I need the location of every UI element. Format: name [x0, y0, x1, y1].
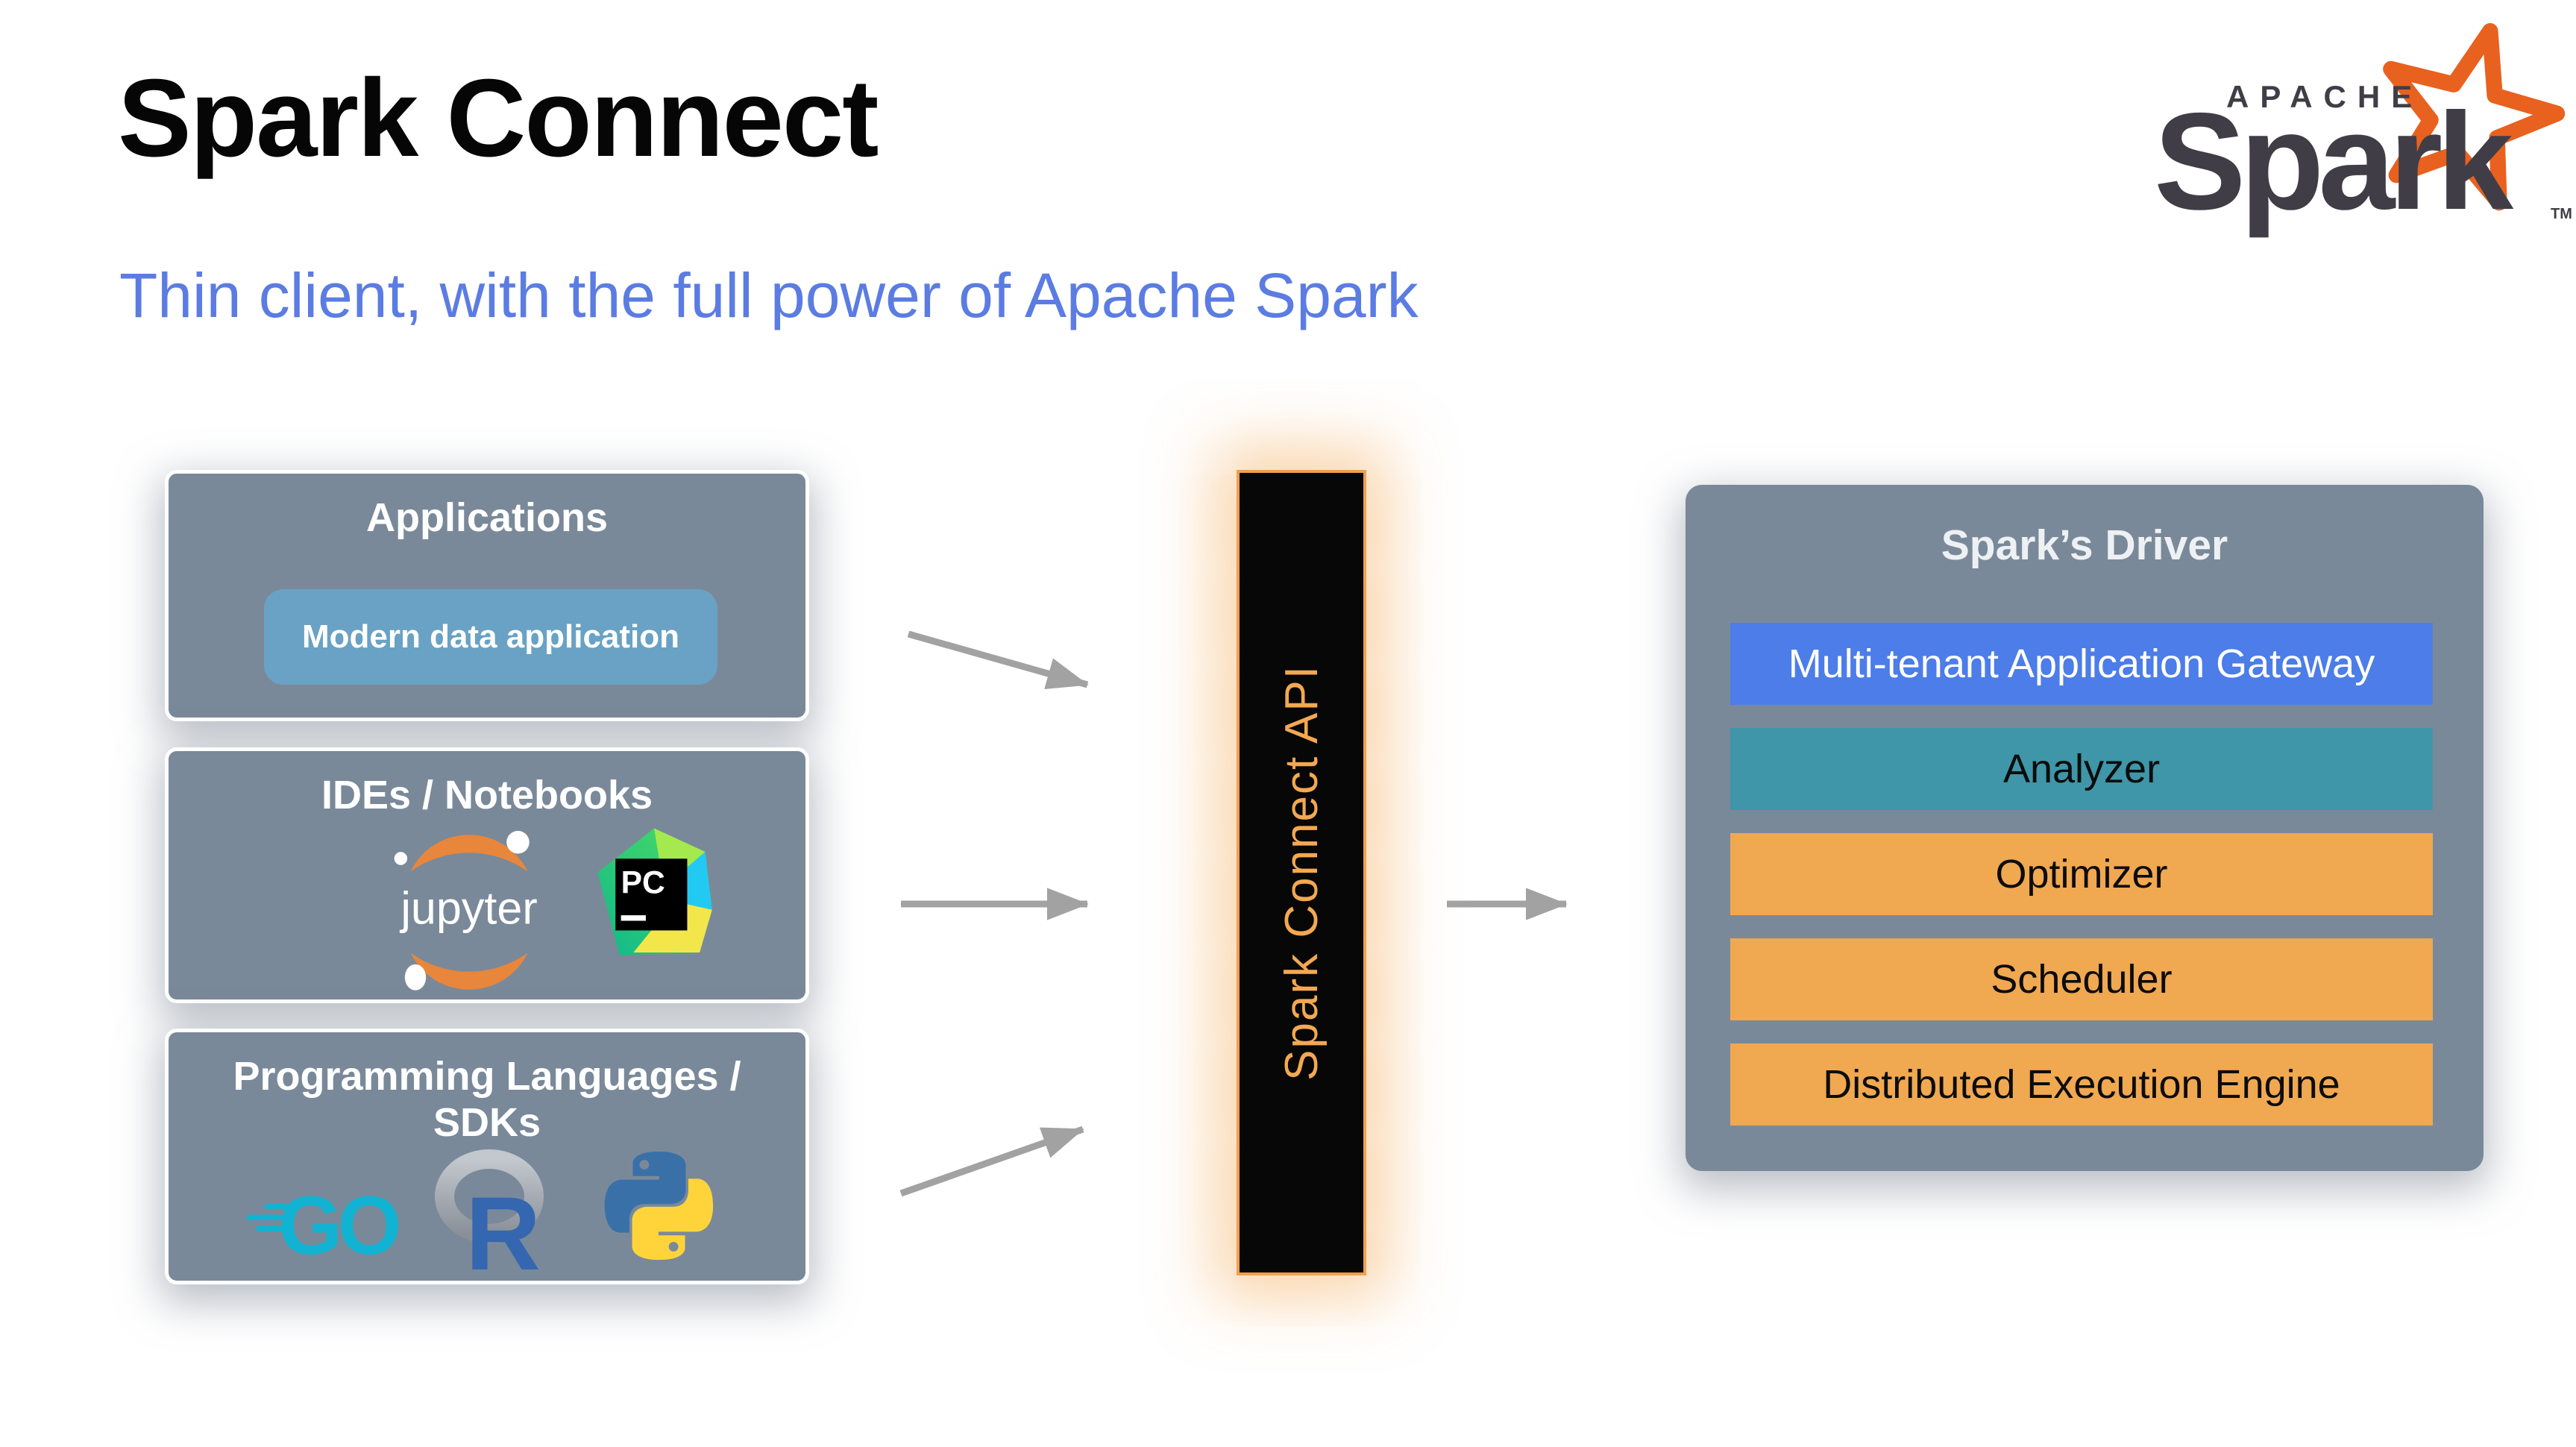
- trademark-symbol: TM: [2551, 206, 2572, 222]
- driver-row-gateway: Multi-tenant Application Gateway: [1730, 623, 2433, 705]
- svg-text:GO: GO: [278, 1180, 398, 1272]
- svg-text:PC: PC: [621, 865, 665, 901]
- apache-spark-logo: Spark APACHE TM: [2148, 10, 2576, 257]
- apache-logo-word: APACHE: [2226, 79, 2424, 114]
- spark-connect-api-box: Spark Connect API: [1237, 470, 1366, 1275]
- driver-row-execution-engine: Distributed Execution Engine: [1730, 1043, 2433, 1126]
- ides-notebooks-panel: IDEs / Notebooks jupyter PC: [165, 747, 809, 1003]
- spark-driver-title: Spark’s Driver: [1941, 521, 2228, 569]
- applications-panel: Applications Modern data application: [165, 470, 809, 721]
- applications-panel-title: Applications: [365, 495, 609, 540]
- svg-text:jupyter: jupyter: [399, 882, 537, 933]
- svg-text:R: R: [465, 1175, 541, 1281]
- driver-row-optimizer: Optimizer: [1730, 833, 2433, 915]
- driver-row-analyzer: Analyzer: [1730, 728, 2433, 810]
- python-icon: [604, 1151, 714, 1261]
- driver-row-scheduler: Scheduler: [1730, 938, 2433, 1020]
- programming-languages-panel: Programming Languages / SDKs GO R: [165, 1029, 809, 1284]
- spark-connect-api-label: Spark Connect API: [1275, 665, 1328, 1081]
- go-icon: GO: [246, 1180, 400, 1272]
- page-title: Spark Connect: [118, 57, 879, 180]
- spark-driver-panel: Spark’s Driver Multi-tenant Application …: [1686, 485, 2484, 1171]
- ides-notebooks-panel-title: IDEs / Notebooks: [321, 773, 653, 817]
- spark-logo-wordmark: Spark: [2154, 85, 2513, 239]
- jupyter-icon: jupyter: [394, 830, 538, 991]
- programming-languages-title-line1: Programming Languages /: [233, 1054, 741, 1099]
- r-icon: R: [435, 1149, 544, 1281]
- page-subtitle: Thin client, with the full power of Apac…: [119, 260, 1419, 330]
- programming-languages-title-line2: SDKs: [433, 1100, 541, 1146]
- pycharm-icon: PC: [597, 828, 712, 955]
- spark-star-icon: [2383, 22, 2566, 211]
- modern-data-application-chip: Modern data application: [264, 589, 717, 685]
- driver-rows: Multi-tenant Application Gateway Analyze…: [1730, 623, 2433, 1149]
- programming-languages-panel-title: Programming Languages / SDKs: [169, 1053, 805, 1146]
